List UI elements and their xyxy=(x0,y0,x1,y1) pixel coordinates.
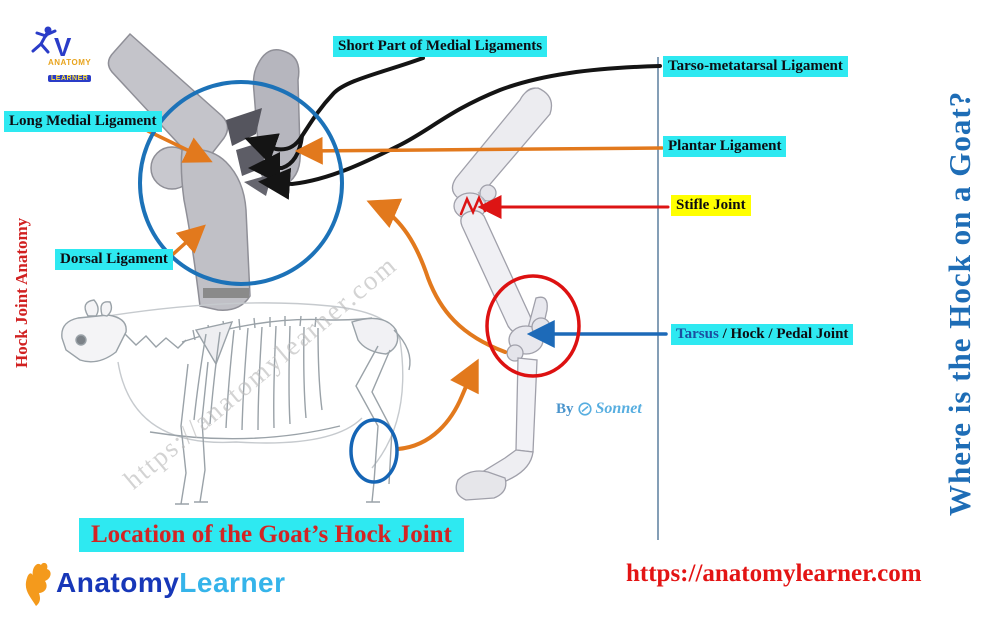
skeleton-illustration xyxy=(61,288,411,505)
logo-learner-text: LEARNER xyxy=(48,75,92,82)
label-long-medial-ligament: Long Medial Ligament xyxy=(4,111,162,132)
sonnet-icon xyxy=(577,402,592,416)
label-plantar-ligament: Plantar Ligament xyxy=(663,136,787,157)
label-tarso-metatarsal-ligament: Tarso-metatarsal Ligament xyxy=(663,56,848,77)
label-short-part-medial-ligaments: Short Part of Medial Ligaments xyxy=(333,36,548,57)
anatomylearner-logo-bottom: AnatomyLearner xyxy=(20,560,286,606)
left-vertical-heading: Hock Joint Anatomy xyxy=(12,217,31,368)
orange-arrows xyxy=(146,129,664,451)
red-circle-annotation xyxy=(485,274,581,378)
anatomylearner-logo-top: V ANATOMY LEARNER xyxy=(26,24,104,84)
label-stifle-joint: Stifle Joint xyxy=(671,195,751,216)
sonnet-text: Sonnet xyxy=(595,400,642,417)
site-url-text: https://anatomylearner.com xyxy=(626,560,922,587)
label-tarsus-word: Tarsus xyxy=(676,326,719,342)
label-dorsal-ligament: Dorsal Ligament xyxy=(55,249,173,270)
by-text: By xyxy=(556,400,574,417)
logo-anatomy-text: ANATOMY xyxy=(48,58,92,67)
blue-circle-annotation xyxy=(138,80,344,286)
wordmark-learner: Learner xyxy=(179,567,286,598)
black-ligament-leader-lines xyxy=(244,56,662,200)
wordmark-anatomy: Anatomy xyxy=(56,567,180,598)
red-stifle-arrow xyxy=(459,194,670,219)
bottom-caption: Location of the Goat’s Hock Joint xyxy=(79,518,464,552)
goat-logo-icon xyxy=(25,562,51,606)
label-tarsus-hock-pedal-joint: Tarsus / Hock / Pedal Joint xyxy=(671,324,854,345)
label-tarsus-rest: / Hock / Pedal Joint xyxy=(718,326,849,342)
blue-ellipse-skeleton-hock xyxy=(349,418,399,484)
by-sonnet-watermark: By Sonnet xyxy=(556,400,642,418)
logo-v-letter: V xyxy=(54,32,72,62)
right-vertical-heading: Where is the Hock on a Goat? xyxy=(942,90,977,516)
leaping-figure-icon: V xyxy=(31,26,72,62)
